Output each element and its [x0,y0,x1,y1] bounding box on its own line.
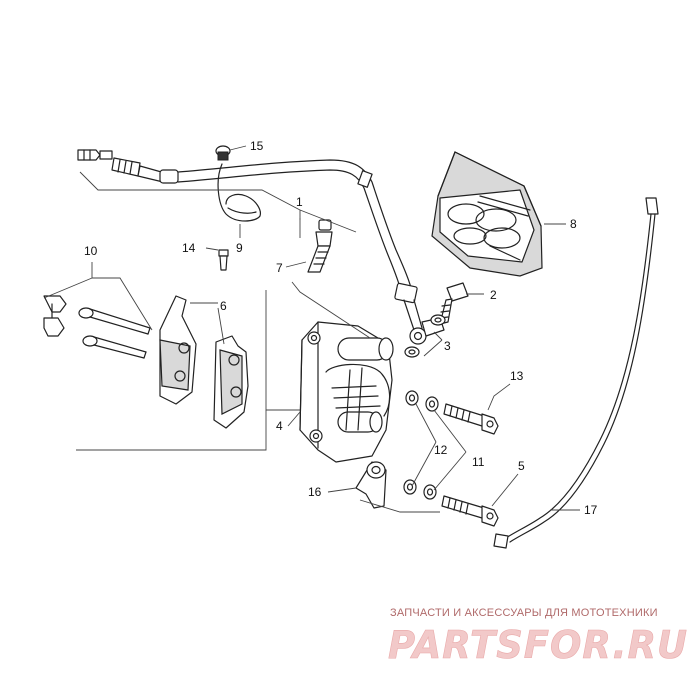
callout-10: 10 [84,244,98,258]
callout-7: 7 [276,261,283,275]
callout-1: 1 [296,195,303,209]
speedometer-cable [493,197,659,549]
washers-upper [405,390,439,412]
callout-14: 14 [182,241,196,255]
brake-pad-left [159,295,197,405]
watermark: ЗАПЧАСТИ И АКСЕССУАРЫ ДЛЯ МОТОТЕХНИКИ PA… [388,607,688,667]
sealing-washers [404,314,446,358]
caliper-bolt-upper [443,403,499,435]
callout-16: 16 [308,485,322,499]
watermark-logo: PARTSFOR.RU [388,623,688,667]
screw-and-clip [215,145,261,271]
callout-4: 4 [276,419,283,433]
callout-5: 5 [518,459,525,473]
hose-fitting-crimp [111,157,179,184]
callout-11: 11 [472,455,485,469]
pad-pin-set [43,295,151,359]
caliper-bolt-lower [441,495,499,527]
bleed-screw [307,219,333,273]
callout-15: 15 [250,139,264,153]
callout-numbers: 1 2 3 4 5 6 7 8 9 10 11 12 13 14 15 16 1… [84,139,598,517]
callout-12: 12 [434,443,448,457]
callout-8: 8 [570,217,577,231]
brake-pad-kit [431,151,543,277]
brake-hose [77,149,445,345]
watermark-tagline: ЗАПЧАСТИ И АКСЕССУАРЫ ДЛЯ МОТОТЕХНИКИ [390,607,658,619]
brake-pad-right [213,335,249,429]
callout-13: 13 [510,369,524,383]
leader-lines [43,145,580,513]
callout-9: 9 [236,241,243,255]
callout-17: 17 [584,503,598,517]
brake-caliper [299,321,394,463]
callout-6: 6 [220,299,227,313]
hose-fitting-left [77,149,113,161]
cable-bracket [355,461,387,509]
callout-2: 2 [490,288,497,302]
washers-lower [403,479,437,500]
callout-3: 3 [444,339,451,353]
